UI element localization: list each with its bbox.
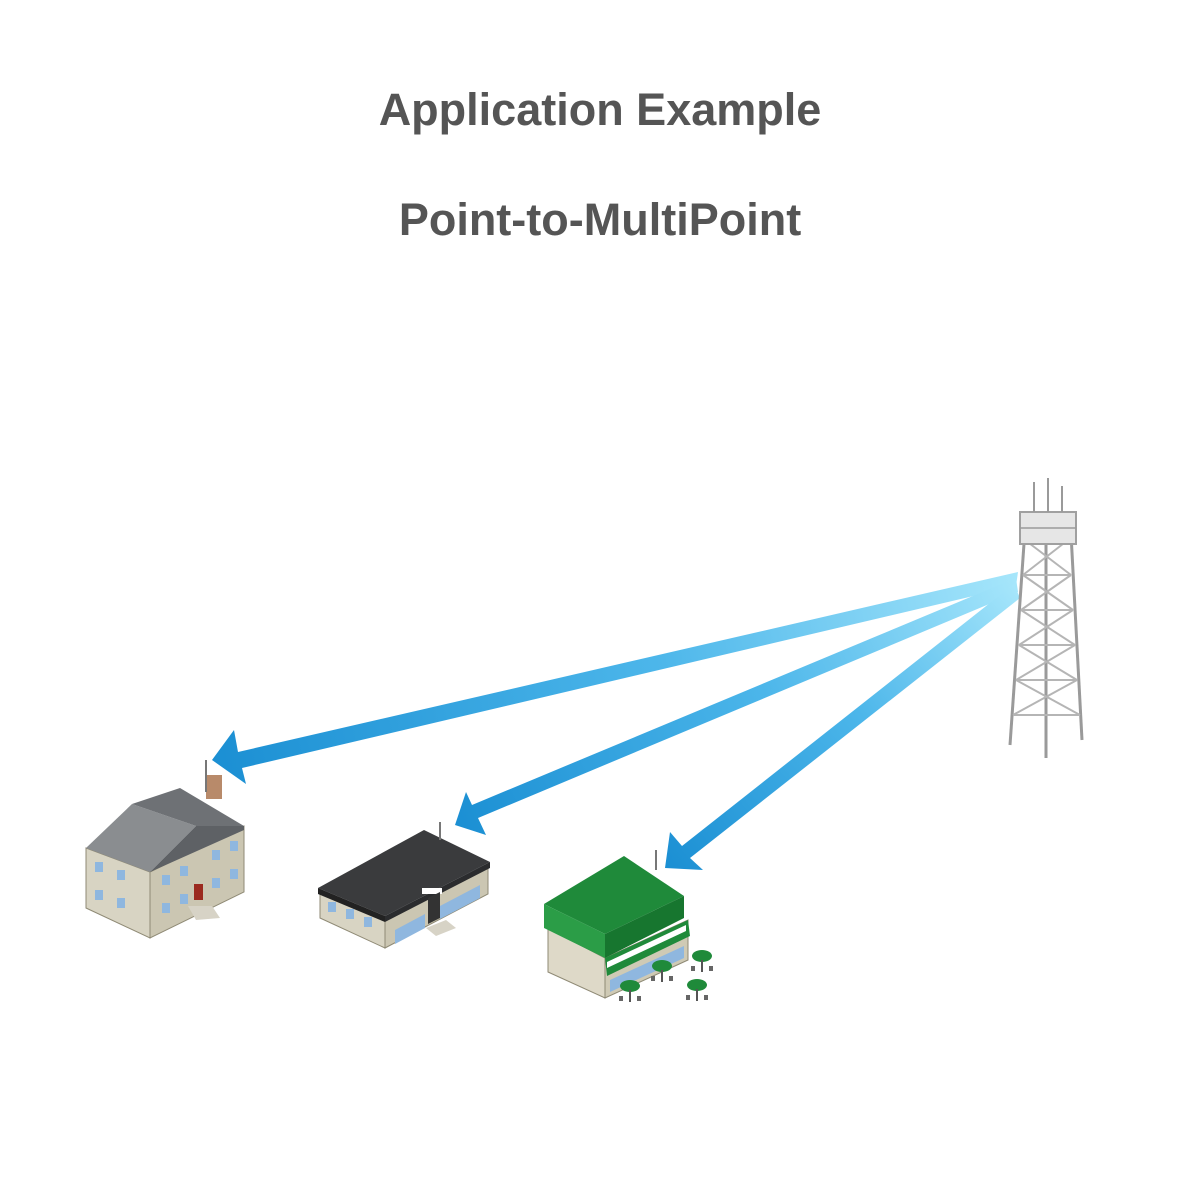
office-building-icon [318, 822, 490, 949]
signal-beam-to-house [212, 572, 1018, 784]
diagram-title: Application Example [378, 84, 822, 135]
house-icon [85, 760, 245, 939]
diagram-subtitle: Point-to-MultiPoint [398, 194, 802, 245]
patio-tables-icon [619, 950, 713, 1002]
cell-tower-icon [1008, 478, 1084, 758]
signal-beam-to-store [665, 584, 1020, 870]
signal-beam-to-office [455, 578, 1018, 835]
store-icon [544, 850, 690, 999]
